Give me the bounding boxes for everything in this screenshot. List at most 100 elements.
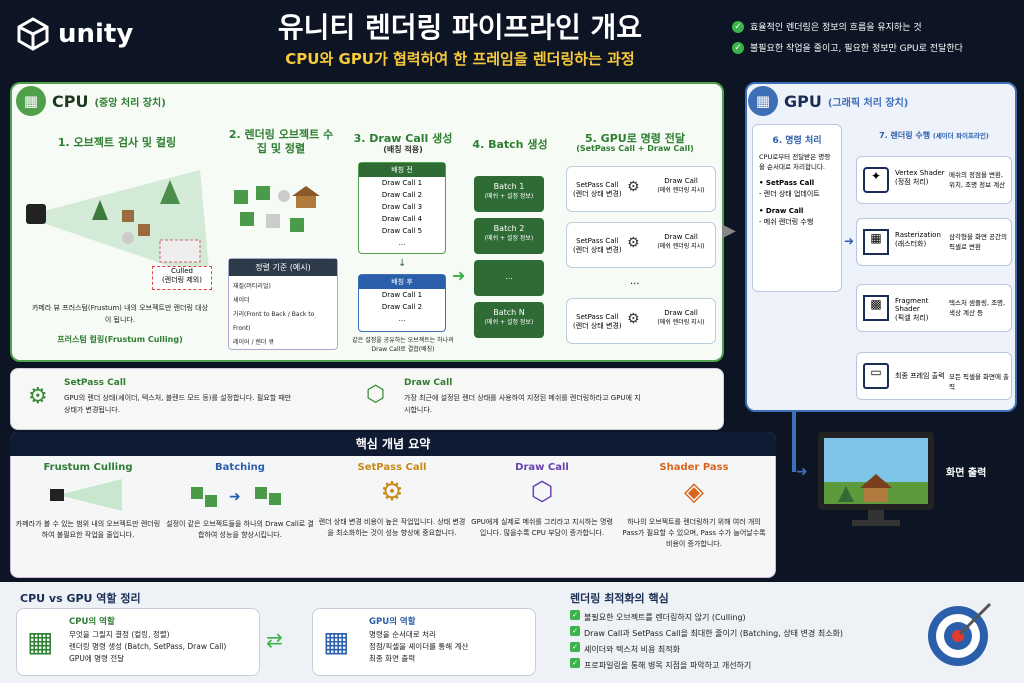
- gpu-chip-icon: ▦: [748, 86, 778, 116]
- check-icon: ✓: [732, 41, 744, 54]
- sort-item: 재질(머티리얼): [233, 283, 271, 290]
- draw-call-item: Draw Call 4: [381, 215, 423, 223]
- optim-item: ✓프로파일링을 통해 병목 지점을 파악하고 개선하기: [570, 658, 910, 674]
- tree-icon: [92, 200, 108, 220]
- unity-cube-icon: [17, 17, 49, 51]
- cpu-chip-icon: ▦: [16, 86, 46, 116]
- draw-call-item: Draw Call 2: [381, 303, 423, 311]
- gear-icon: ⚙: [627, 235, 640, 251]
- arrow-right-icon: ▶: [722, 220, 736, 241]
- ellipsis: ...: [630, 276, 640, 287]
- arrow-right-icon: ➜: [452, 266, 466, 285]
- header-checklist: ✓효율적인 렌더링은 정보의 흐름을 유지하는 것 ✓불필요한 작업을 줄이고,…: [732, 20, 1012, 62]
- draw-call-item: Draw Call 3: [381, 203, 423, 211]
- arrow-down-icon: ↓: [398, 258, 407, 269]
- page-title: 유니티 렌더링 파이프라인 개요: [277, 11, 643, 44]
- objects-illustration: [234, 186, 320, 232]
- optim-list: ✓불필요한 오브젝트를 렌더링하지 않기 (Culling) ✓Draw Cal…: [570, 610, 910, 674]
- check-icon: ✓: [570, 626, 580, 636]
- draw-call-item: Draw Call 1: [381, 179, 423, 187]
- cube-icon: ⬡: [530, 477, 554, 507]
- arrow-right-icon: ➜: [796, 464, 808, 480]
- pipeline-stage: ✦ Vertex Shader(정점 처리) 메쉬의 정점을 변환, 위치, 조…: [856, 156, 1012, 204]
- summary-item: SetPass Call ⚙ 렌더 상태 변경 비용이 높은 작업입니다. 상태…: [318, 462, 466, 537]
- command-card: SetPass Call(렌더 상태 변경) ⚙ Draw Call(메쉬 렌더…: [566, 298, 716, 344]
- pipeline-stage: ▭ 최종 프레임 출력 모든 픽셀을 화면에 출력: [856, 352, 1012, 400]
- pipeline-stage: ▩ Fragment Shader(픽셀 처리) 텍스처 샘플링, 조명, 색상…: [856, 284, 1012, 332]
- command-card: SetPass Call(렌더 상태 변경) ⚙ Draw Call(메쉬 렌더…: [566, 166, 716, 212]
- step7-title: 7. 렌더링 수행 (셰이더 파이프라인): [879, 131, 989, 140]
- draw-call-item: ...: [398, 315, 406, 323]
- monitor-illustration: [818, 432, 934, 526]
- legend-draw-title: Draw Call: [404, 378, 453, 388]
- target-icon: [928, 602, 992, 666]
- optim-title: 렌더링 최적화의 핵심: [570, 592, 669, 605]
- svg-text:➜: ➜: [229, 489, 241, 505]
- gear-icon: ⚙: [627, 179, 640, 195]
- pipeline-stage: ▦ Rasterization(래스터화) 삼각형을 화면 공간의 픽셀로 변환: [856, 218, 1012, 266]
- draw-call-item: Draw Call 2: [381, 191, 423, 199]
- gear-icon: ⚙: [28, 384, 48, 409]
- checker-icon: ▩: [863, 295, 889, 321]
- check-item: ✓불필요한 작업을 줄이고, 필요한 정보만 GPU로 전달한다: [732, 41, 1012, 54]
- sort-item: 레이어 / 렌더 큐: [233, 339, 274, 346]
- sort-item: 거리(Front to Back / Back to Front): [233, 311, 315, 332]
- unity-logo: unity: [16, 14, 166, 54]
- check-icon: ✓: [570, 642, 580, 652]
- draw-call-item: Draw Call 1: [381, 291, 423, 299]
- culled-label: Culled (렌더링 제외): [152, 266, 212, 290]
- monitor-icon: ▭: [863, 363, 889, 389]
- check-icon: ✓: [732, 20, 744, 33]
- check-item: ✓효율적인 렌더링은 정보의 흐름을 유지하는 것: [732, 20, 1012, 33]
- grid-icon: ▦: [863, 229, 889, 255]
- legend-panel: [10, 368, 724, 430]
- check-icon: ✓: [570, 610, 580, 620]
- cpu-role-card: ▦ CPU의 역할 무엇을 그릴지 결정 (컬링, 정렬) 렌더링 명령 생성 …: [16, 608, 260, 676]
- step3-title: 3. Draw Call 생성: [353, 132, 453, 145]
- gear-icon: ⚙: [627, 311, 640, 327]
- cpu-header: ▦ CPU (중앙 처리 장치): [16, 86, 166, 116]
- summary-item: Shader Pass ◈ 하나의 오브젝트를 렌더링하기 위해 여러 개의 P…: [620, 462, 768, 574]
- screen-output-label: 화면 출력: [946, 468, 987, 479]
- step5-title: 5. GPU로 명령 전달: [585, 132, 685, 145]
- layers-icon: ◈: [684, 477, 704, 507]
- gpu-role-card: ▦ GPU의 역할 명령을 순서대로 처리 정점/픽셀을 셰이더를 통해 계산 …: [312, 608, 536, 676]
- connector-line: [792, 412, 796, 472]
- summary-panel: [10, 432, 776, 578]
- step1-foot: 프러스텀 컬링(Frustum Culling): [57, 335, 183, 344]
- step5-sub: (SetPass Call + Draw Call): [576, 144, 694, 153]
- page-subtitle: CPU와 GPU가 협력하여 한 프레임을 렌더링하는 과정: [285, 50, 635, 68]
- logo-text: unity: [58, 19, 134, 49]
- optim-item: ✓셰이더와 텍스처 비용 최적화: [570, 642, 910, 658]
- check-icon: ✓: [570, 658, 580, 668]
- optim-item: ✓Draw Call과 SetPass Call을 최대한 줄이기 (Batch…: [570, 626, 910, 642]
- batching-note: 같은 설정을 공유하는 오브젝트는 하나의 Draw Call로 결합(배칭): [352, 337, 454, 353]
- gear-icon: ⚙: [380, 477, 404, 507]
- legend-setpass-desc: GPU의 렌더 상태(셰이더, 텍스처, 블렌드 모드 등)를 설정합니다. 필…: [64, 394, 292, 414]
- draw-call-item: ...: [398, 239, 406, 247]
- batch-box: Batch 2(메쉬 + 설정 정보): [474, 218, 544, 254]
- tree-icon: [160, 180, 180, 204]
- sort-item: 셰이더: [233, 297, 250, 304]
- step3-sub: (배칭 적용): [383, 145, 423, 154]
- summary-title: 핵심 개념 요약: [10, 432, 776, 456]
- gpu-chip-icon: ▦: [323, 625, 350, 658]
- step4-title: 4. Batch 생성: [472, 138, 548, 151]
- legend-setpass-title: SetPass Call: [64, 378, 127, 388]
- step2-title: 2. 렌더링 오브젝트 수집 및 정렬: [228, 128, 334, 155]
- sort-criteria-card: 정렬 기준 (예시) 재질(머티리얼) 셰이더 거리(Front to Back…: [228, 258, 338, 350]
- after-batching-card: 배칭 후 Draw Call 1 Draw Call 2 ...: [358, 274, 446, 332]
- cube-icon: ⬡: [366, 382, 386, 407]
- summary-item: Frustum Culling 카메라가 볼 수 있는 범위 내의 오브젝트만 …: [15, 462, 161, 539]
- batch-box: Batch 1(메쉬 + 설정 정보): [474, 176, 544, 212]
- frustum-icon: [50, 479, 122, 511]
- vertex-icon: ✦: [863, 167, 889, 193]
- optim-item: ✓불필요한 오브젝트를 렌더링하지 않기 (Culling): [570, 610, 910, 626]
- draw-call-item: Draw Call 5: [381, 227, 423, 235]
- header: [0, 0, 1024, 80]
- arrow-right-icon: ➜: [844, 234, 855, 248]
- batch-box: Batch N(메쉬 + 설정 정보): [474, 302, 544, 338]
- gpu-header: ▦ GPU (그래픽 처리 장치): [748, 86, 908, 116]
- step1-desc: 카메라 뷰 프러스텀(Frustum) 내의 오브젝트만 렌더링 대상이 됩니다…: [31, 304, 209, 324]
- command-processing-card: 6. 명령 처리 CPU로부터 전달받은 명령을 순서대로 처리합니다. • S…: [752, 124, 842, 292]
